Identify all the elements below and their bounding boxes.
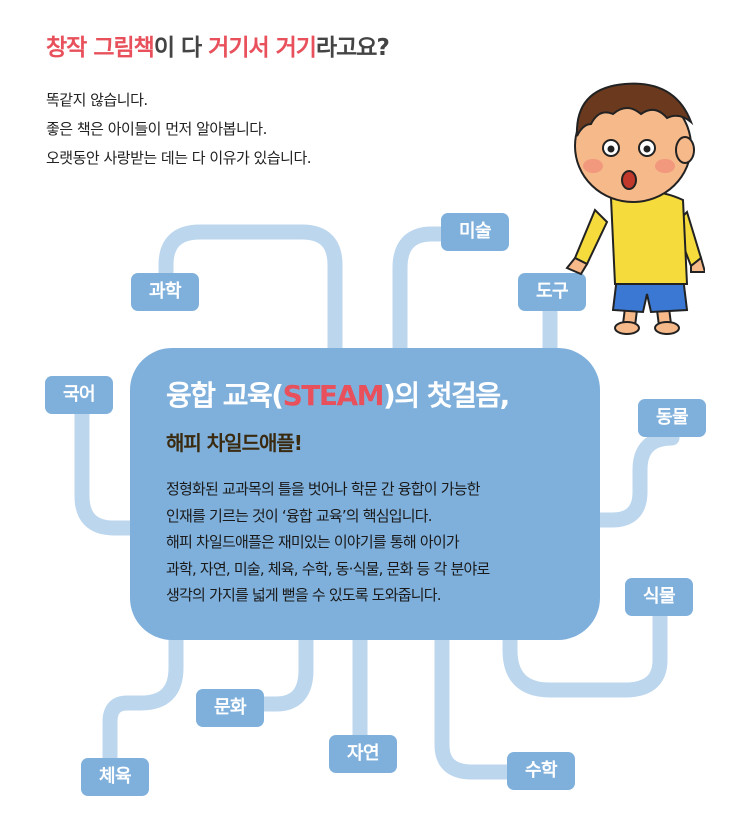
panel-body-line: 정형화된 교과목의 틀을 벗어나 학문 간 융합이 가능한 [166, 480, 481, 498]
steam-panel: 융합 교육(STEAM)의 첫걸음, 해피 차일드애플! 정형화된 교과목의 틀… [130, 348, 600, 640]
intro-line: 오랫동안 사랑받는 데는 다 이유가 있습니다. [46, 149, 312, 167]
intro-text: 똑같지 않습니다. 좋은 책은 아이들이 먼저 알아봅니다. 오랫동안 사랑받는… [46, 86, 312, 173]
tag-animals: 동물 [638, 399, 706, 437]
branch-art [392, 226, 478, 358]
panel-body-line: 해피 차일드애플은 재미있는 이야기를 통해 아이가 [166, 533, 460, 551]
panel-title: 융합 교육(STEAM)의 첫걸음, [166, 374, 510, 414]
panel-title-end: )의 첫걸음, [383, 379, 510, 412]
branch-korean [74, 387, 143, 536]
intro-line: 좋은 책은 아이들이 먼저 알아봅니다. [46, 120, 267, 138]
headline-text-1: 이 다 [153, 35, 209, 61]
branch-plants [502, 590, 668, 698]
headline-highlight-2: 거기서 거기 [208, 35, 317, 61]
tag-art: 미술 [441, 213, 509, 251]
tag-plants: 식물 [625, 578, 693, 616]
branch-math [434, 632, 538, 780]
headline-text-2: 라고요? [315, 35, 390, 61]
tag-tools: 도구 [518, 273, 586, 311]
panel-body-line: 인재를 기르는 것이 ‘융합 교육’의 핵심입니다. [166, 506, 433, 525]
tag-science: 과학 [131, 273, 199, 311]
branch-pe [102, 632, 184, 778]
panel-subtitle: 해피 차일드애플! [166, 431, 303, 455]
branch-culture [242, 632, 314, 712]
tag-nature: 자연 [329, 735, 397, 773]
headline-highlight-1: 창작 그림책 [46, 35, 155, 61]
tag-culture: 문화 [196, 689, 264, 727]
panel-body-line: 생각의 가지를 넓게 뻗을 수 있도록 도와줍니다. [166, 586, 442, 604]
branch-animals [590, 430, 680, 528]
panel-title-start: 융합 교육( [166, 379, 284, 412]
tag-pe: 체육 [81, 758, 149, 796]
branch-science [158, 224, 343, 358]
tag-math: 수학 [507, 752, 575, 790]
headline: 창작 그림책이 다 거기서 거기라고요? [46, 28, 390, 62]
intro-line: 똑같지 않습니다. [46, 91, 148, 109]
panel-title-steam: STEAM [282, 379, 385, 412]
panel-body: 정형화된 교과목의 틀을 벗어나 학문 간 융합이 가능한 인재를 기르는 것이… [166, 476, 490, 609]
tag-korean: 국어 [45, 376, 113, 414]
boy-illustration [565, 82, 705, 335]
panel-body-line: 과학, 자연, 미술, 체육, 수학, 동·식물, 문화 등 각 분야로 [166, 559, 490, 578]
